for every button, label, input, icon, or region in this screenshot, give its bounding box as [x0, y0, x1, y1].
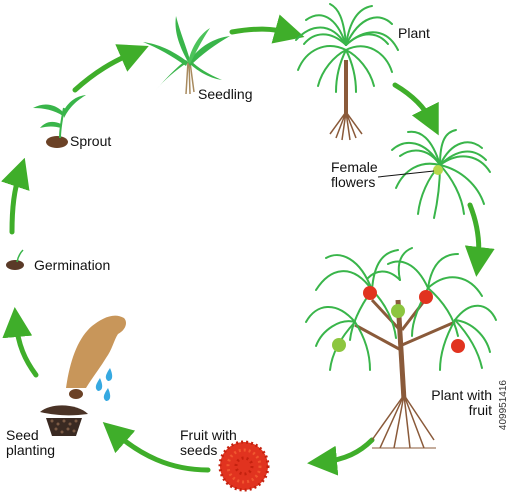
label-germination: Germination — [34, 257, 111, 273]
germination-seed-icon — [6, 249, 24, 270]
soil-mound-icon — [40, 405, 88, 416]
arrow-sprout-to-seedling — [72, 44, 149, 93]
watermark-id: 409951416 — [498, 380, 509, 431]
label-female-flowers: Female flowers — [331, 159, 378, 190]
arrow-germination-to-sprout — [1, 157, 30, 235]
label-plant: Plant — [398, 25, 430, 41]
female-flowers-icon — [377, 129, 491, 219]
label-fruit-with-seeds: Fruit with seeds — [180, 427, 237, 458]
arrow-fruitplant-to-fruit — [307, 437, 375, 476]
hand-icon — [66, 315, 126, 388]
seedling-icon — [143, 16, 230, 95]
label-sprout: Sprout — [70, 133, 112, 149]
sprout-icon — [33, 95, 86, 148]
water-drop-icon — [103, 388, 111, 401]
plant-icon — [295, 3, 399, 141]
arrow-seedling-to-plant — [229, 14, 305, 44]
fruit-with-seeds-icon — [218, 440, 270, 492]
arrow-fruit-to-seedplanting — [102, 422, 211, 473]
arrow-plant-to-flowers — [392, 82, 439, 136]
label-plant-with-fruit: Plant with fruit — [431, 387, 492, 418]
water-drop-icon — [105, 368, 113, 381]
cycle-arrows — [1, 14, 495, 476]
label-seedling: Seedling — [198, 86, 253, 102]
water-drop-icon — [95, 378, 103, 391]
label-seed-planting: Seed planting — [6, 427, 56, 458]
fruit-plant-icon — [305, 247, 497, 449]
seed-planting-icon — [40, 315, 126, 436]
arrow-flowers-to-fruitplant — [464, 202, 495, 277]
arrow-seedplanting-to-germination — [2, 307, 39, 378]
